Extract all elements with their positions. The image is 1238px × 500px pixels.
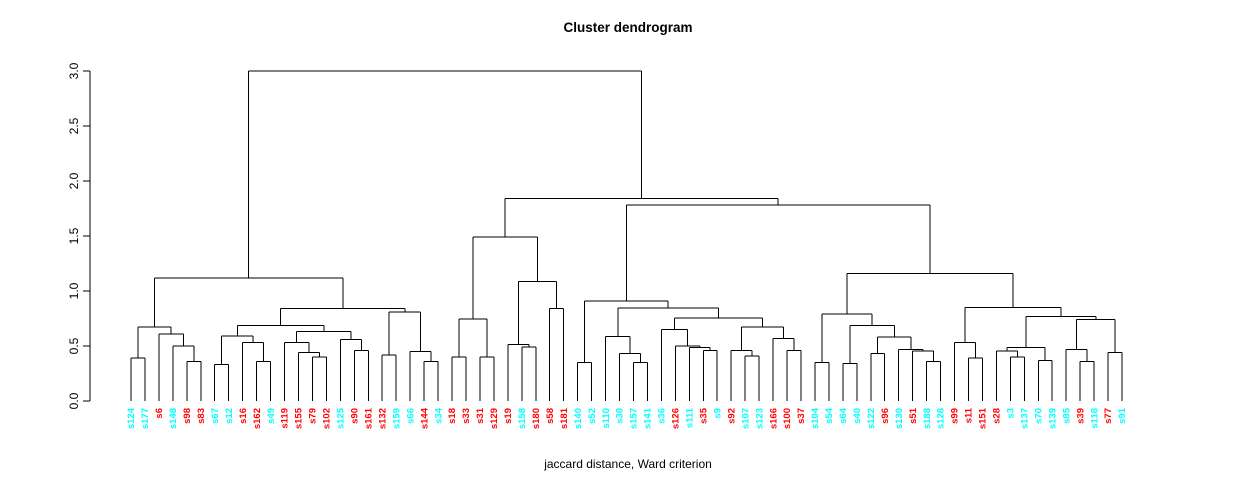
leaf-label-s67: s67 bbox=[210, 408, 221, 424]
leaf-label-s144: s144 bbox=[419, 407, 430, 429]
y-tick-label: 1.5 bbox=[67, 227, 81, 244]
leaf-label-s51: s51 bbox=[908, 407, 919, 424]
leaf-label-s151: s151 bbox=[978, 407, 989, 429]
leaf-label-s126: s126 bbox=[671, 408, 682, 429]
leaf-label-s166: s166 bbox=[768, 408, 779, 429]
leaf-label-s3: s3 bbox=[1006, 408, 1017, 419]
leaf-label-s119: s119 bbox=[280, 408, 291, 429]
leaf-label-s54: s54 bbox=[824, 407, 835, 424]
leaf-label-s16: s16 bbox=[238, 408, 249, 424]
leaf-label-s100: s100 bbox=[782, 408, 793, 429]
leaf-label-s31: s31 bbox=[475, 407, 486, 424]
leaf-label-s177: s177 bbox=[140, 408, 151, 429]
y-tick-label: 0.5 bbox=[67, 337, 81, 354]
leaf-label-s141: s141 bbox=[643, 407, 654, 429]
leaf-label-s92: s92 bbox=[726, 408, 737, 424]
leaf-label-s58: s58 bbox=[545, 408, 556, 424]
y-tick-label: 1.0 bbox=[67, 282, 81, 299]
leaf-label-s98: s98 bbox=[182, 408, 193, 424]
leaf-label-s132: s132 bbox=[377, 408, 388, 429]
leaf-label-s162: s162 bbox=[252, 408, 263, 429]
leaf-label-s124: s124 bbox=[126, 407, 137, 429]
dendrogram-links bbox=[130, 70, 1123, 401]
leaf-label-s66: s66 bbox=[405, 408, 416, 424]
leaf-label-s159: s159 bbox=[391, 408, 402, 429]
leaf-label-s158: s158 bbox=[517, 408, 528, 429]
leaf-label-s102: s102 bbox=[322, 408, 333, 429]
leaf-label-s137: s137 bbox=[1020, 408, 1031, 429]
leaf-label-s155: s155 bbox=[294, 407, 305, 429]
leaf-label-s36: s36 bbox=[657, 408, 668, 424]
leaf-label-s111: s111 bbox=[685, 407, 696, 428]
leaf-label-s140: s140 bbox=[573, 408, 584, 429]
leaf-label-s129: s129 bbox=[489, 408, 500, 429]
x-axis-caption: jaccard distance, Ward criterion bbox=[544, 457, 712, 471]
leaf-label-s110: s110 bbox=[601, 408, 612, 429]
leaf-label-s35: s35 bbox=[699, 407, 710, 424]
chart-title: Cluster dendrogram bbox=[563, 20, 693, 35]
leaf-label-s161: s161 bbox=[364, 407, 375, 429]
leaf-label-s52: s52 bbox=[587, 408, 598, 424]
leaf-label-s107: s107 bbox=[740, 408, 751, 429]
leaf-label-s64: s64 bbox=[838, 407, 849, 424]
y-tick-label: 2.5 bbox=[67, 117, 81, 134]
leaf-label-s181: s181 bbox=[559, 407, 570, 429]
y-tick-label: 3.0 bbox=[67, 62, 81, 79]
leaf-label-s130: s130 bbox=[894, 408, 905, 429]
leaf-label-s85: s85 bbox=[1061, 407, 1072, 424]
leaf-label-s99: s99 bbox=[950, 408, 961, 424]
leaf-label-s6: s6 bbox=[154, 408, 165, 419]
leaf-label-s9: s9 bbox=[712, 408, 723, 419]
leaf-label-s34: s34 bbox=[433, 407, 444, 424]
leaf-label-s180: s180 bbox=[531, 408, 542, 429]
leaf-label-s157: s157 bbox=[629, 408, 640, 429]
leaf-label-s28: s28 bbox=[992, 408, 1003, 424]
leaf-label-s122: s122 bbox=[866, 408, 877, 429]
leaf-label-s18: s18 bbox=[447, 408, 458, 424]
leaf-label-s40: s40 bbox=[852, 408, 863, 424]
leaf-label-s30: s30 bbox=[615, 408, 626, 424]
leaf-label-s19: s19 bbox=[503, 408, 514, 424]
leaf-label-s70: s70 bbox=[1034, 408, 1045, 424]
leaf-label-s148: s148 bbox=[168, 408, 179, 429]
leaf-label-s33: s33 bbox=[461, 408, 472, 424]
leaf-label-s128: s128 bbox=[936, 408, 947, 429]
leaf-label-s37: s37 bbox=[796, 408, 807, 424]
leaf-label-s39: s39 bbox=[1075, 408, 1086, 424]
y-axis-line bbox=[83, 70, 91, 402]
leaf-label-s11: s11 bbox=[964, 407, 975, 423]
leaf-label-s79: s79 bbox=[308, 408, 319, 424]
leaf-label-s139: s139 bbox=[1047, 408, 1058, 429]
y-tick-label: 0.0 bbox=[67, 392, 81, 409]
leaf-label-s77: s77 bbox=[1103, 408, 1114, 424]
leaf-label-s91: s91 bbox=[1117, 407, 1128, 424]
y-tick-label: 2.0 bbox=[67, 172, 81, 189]
leaf-label-s90: s90 bbox=[350, 408, 361, 424]
leaf-label-s83: s83 bbox=[196, 408, 207, 424]
leaf-label-s104: s104 bbox=[810, 407, 821, 429]
leaf-label-s125: s125 bbox=[336, 407, 347, 429]
leaf-label-s118: s118 bbox=[1089, 408, 1100, 429]
leaf-label-s49: s49 bbox=[266, 408, 277, 424]
leaf-label-s12: s12 bbox=[224, 408, 235, 424]
leaf-label-s123: s123 bbox=[754, 408, 765, 429]
leaf-label-s188: s188 bbox=[922, 408, 933, 429]
leaf-label-s96: s96 bbox=[880, 408, 891, 424]
